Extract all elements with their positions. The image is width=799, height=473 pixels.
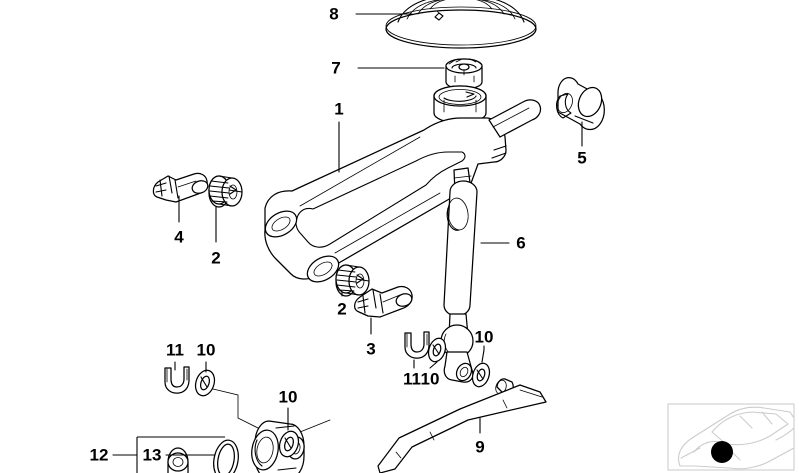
callout-label-11-right: 11: [403, 369, 421, 388]
part-sleeve-bush: [556, 77, 605, 131]
part-selector-rod: [377, 378, 547, 473]
callout-leader-10-upperright: [429, 345, 485, 369]
vehicle-location-inset: [667, 403, 795, 471]
callout-label-10-left: 10: [197, 340, 216, 359]
part-joint-coupler: [167, 388, 331, 473]
callout-label-8: 8: [329, 4, 338, 23]
part-circlip-right: [404, 331, 430, 359]
callout-label-9: 9: [475, 437, 484, 456]
part-washer-left: [194, 369, 216, 397]
part-shift-lever-arm: [264, 85, 542, 283]
callout-bracket-12-13: [112, 436, 225, 473]
callout-label-6: 6: [516, 233, 525, 252]
callout-label-2-lower: 2: [337, 299, 346, 318]
part-bushing-upper: [208, 175, 243, 208]
part-selector-joint-lower: [354, 285, 413, 318]
callout-label-2-upper: 2: [211, 248, 220, 267]
callout-label-10-upper-right: 10: [475, 327, 494, 346]
inset-car-outline: [677, 406, 795, 470]
callout-label-7: 7: [331, 58, 340, 77]
part-washer-lower-right: [471, 362, 491, 388]
callout-label-10-center: 10: [279, 387, 298, 406]
callout-label-11-left: 11: [166, 340, 184, 359]
part-selector-joint-upper: [152, 172, 209, 203]
part-circlip-left: [164, 366, 190, 394]
callout-label-1: 1: [334, 99, 343, 118]
callout-leader-10-right: [481, 349, 485, 363]
part-rubber-boot: [385, 0, 537, 49]
callout-label-5: 5: [577, 148, 586, 167]
part-bushing-lower: [335, 264, 370, 297]
callout-label-4: 4: [174, 227, 184, 246]
part-washer-center: [278, 430, 300, 458]
inset-location-marker: [711, 441, 733, 463]
callout-label-12: 12: [90, 445, 109, 464]
callout-label-3: 3: [366, 339, 375, 358]
part-bearing-cup: [445, 58, 483, 90]
callout-label-13: 13: [143, 445, 162, 464]
callout-label-10-lower-right: 10: [421, 369, 440, 388]
part-washer-upper-right: [427, 337, 447, 363]
